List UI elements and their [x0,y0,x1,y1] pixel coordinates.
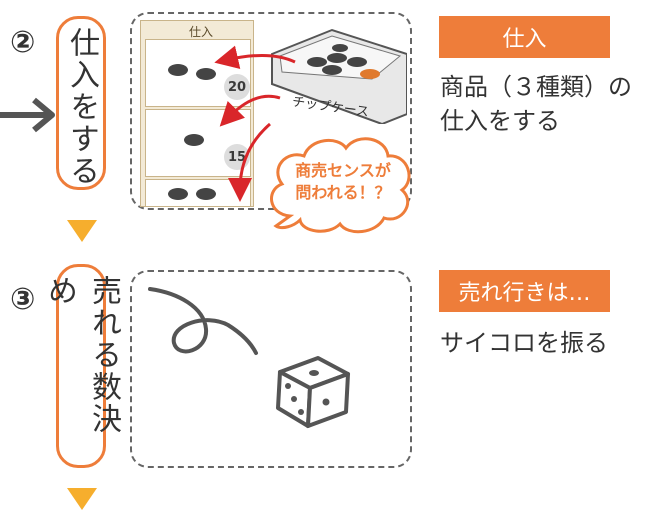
step-desc-2-line2: 仕入をする [440,107,560,135]
step-number-3: ③ [10,282,36,317]
step-title-3: 売れる数決め [42,275,121,435]
chip-5 [196,188,216,200]
down-triangle-icon-2 [67,488,97,510]
step-title-2: 仕入をする [64,27,99,187]
squiggle-line-icon [148,287,258,355]
right-arrow-icon [0,97,55,133]
bubble-text: 商売センスが 問われる！？ [284,160,402,204]
chip-3 [184,134,204,146]
illustration-box-2 [130,12,412,210]
illustration-box-3 [130,270,412,468]
step-title-pill-3: 売れる数決め [42,264,121,468]
speech-cloud [270,137,411,234]
goods-card-1: 20 [145,39,251,107]
dice-icon [276,356,350,428]
step-tag-2: 仕入 [439,16,610,58]
chip-4 [168,188,188,200]
step-title-pill-2: 仕入をする [56,16,106,190]
chip-2 [196,68,216,80]
red-arrows [214,45,296,202]
chip-case [271,28,407,124]
bubble-text-line1: 商売センスが [295,161,391,180]
down-triangle-icon [67,220,97,242]
price-circle-2: 15 [224,144,250,170]
chip-pair-1 [168,64,188,76]
step-desc-2: 商品（３種類）の 仕入をする [440,70,632,138]
bubble-text-line2: 問われる！？ [295,183,391,202]
price-circle-1: 20 [224,74,250,100]
board-title: 仕入 [189,25,214,39]
step-number-2: ② [10,25,36,60]
step-tag-3: 売れ行きは… [439,270,610,312]
step-desc-2-line1: 商品（３種類）の [440,73,632,101]
step-desc-3: サイコロを振る [440,329,608,357]
